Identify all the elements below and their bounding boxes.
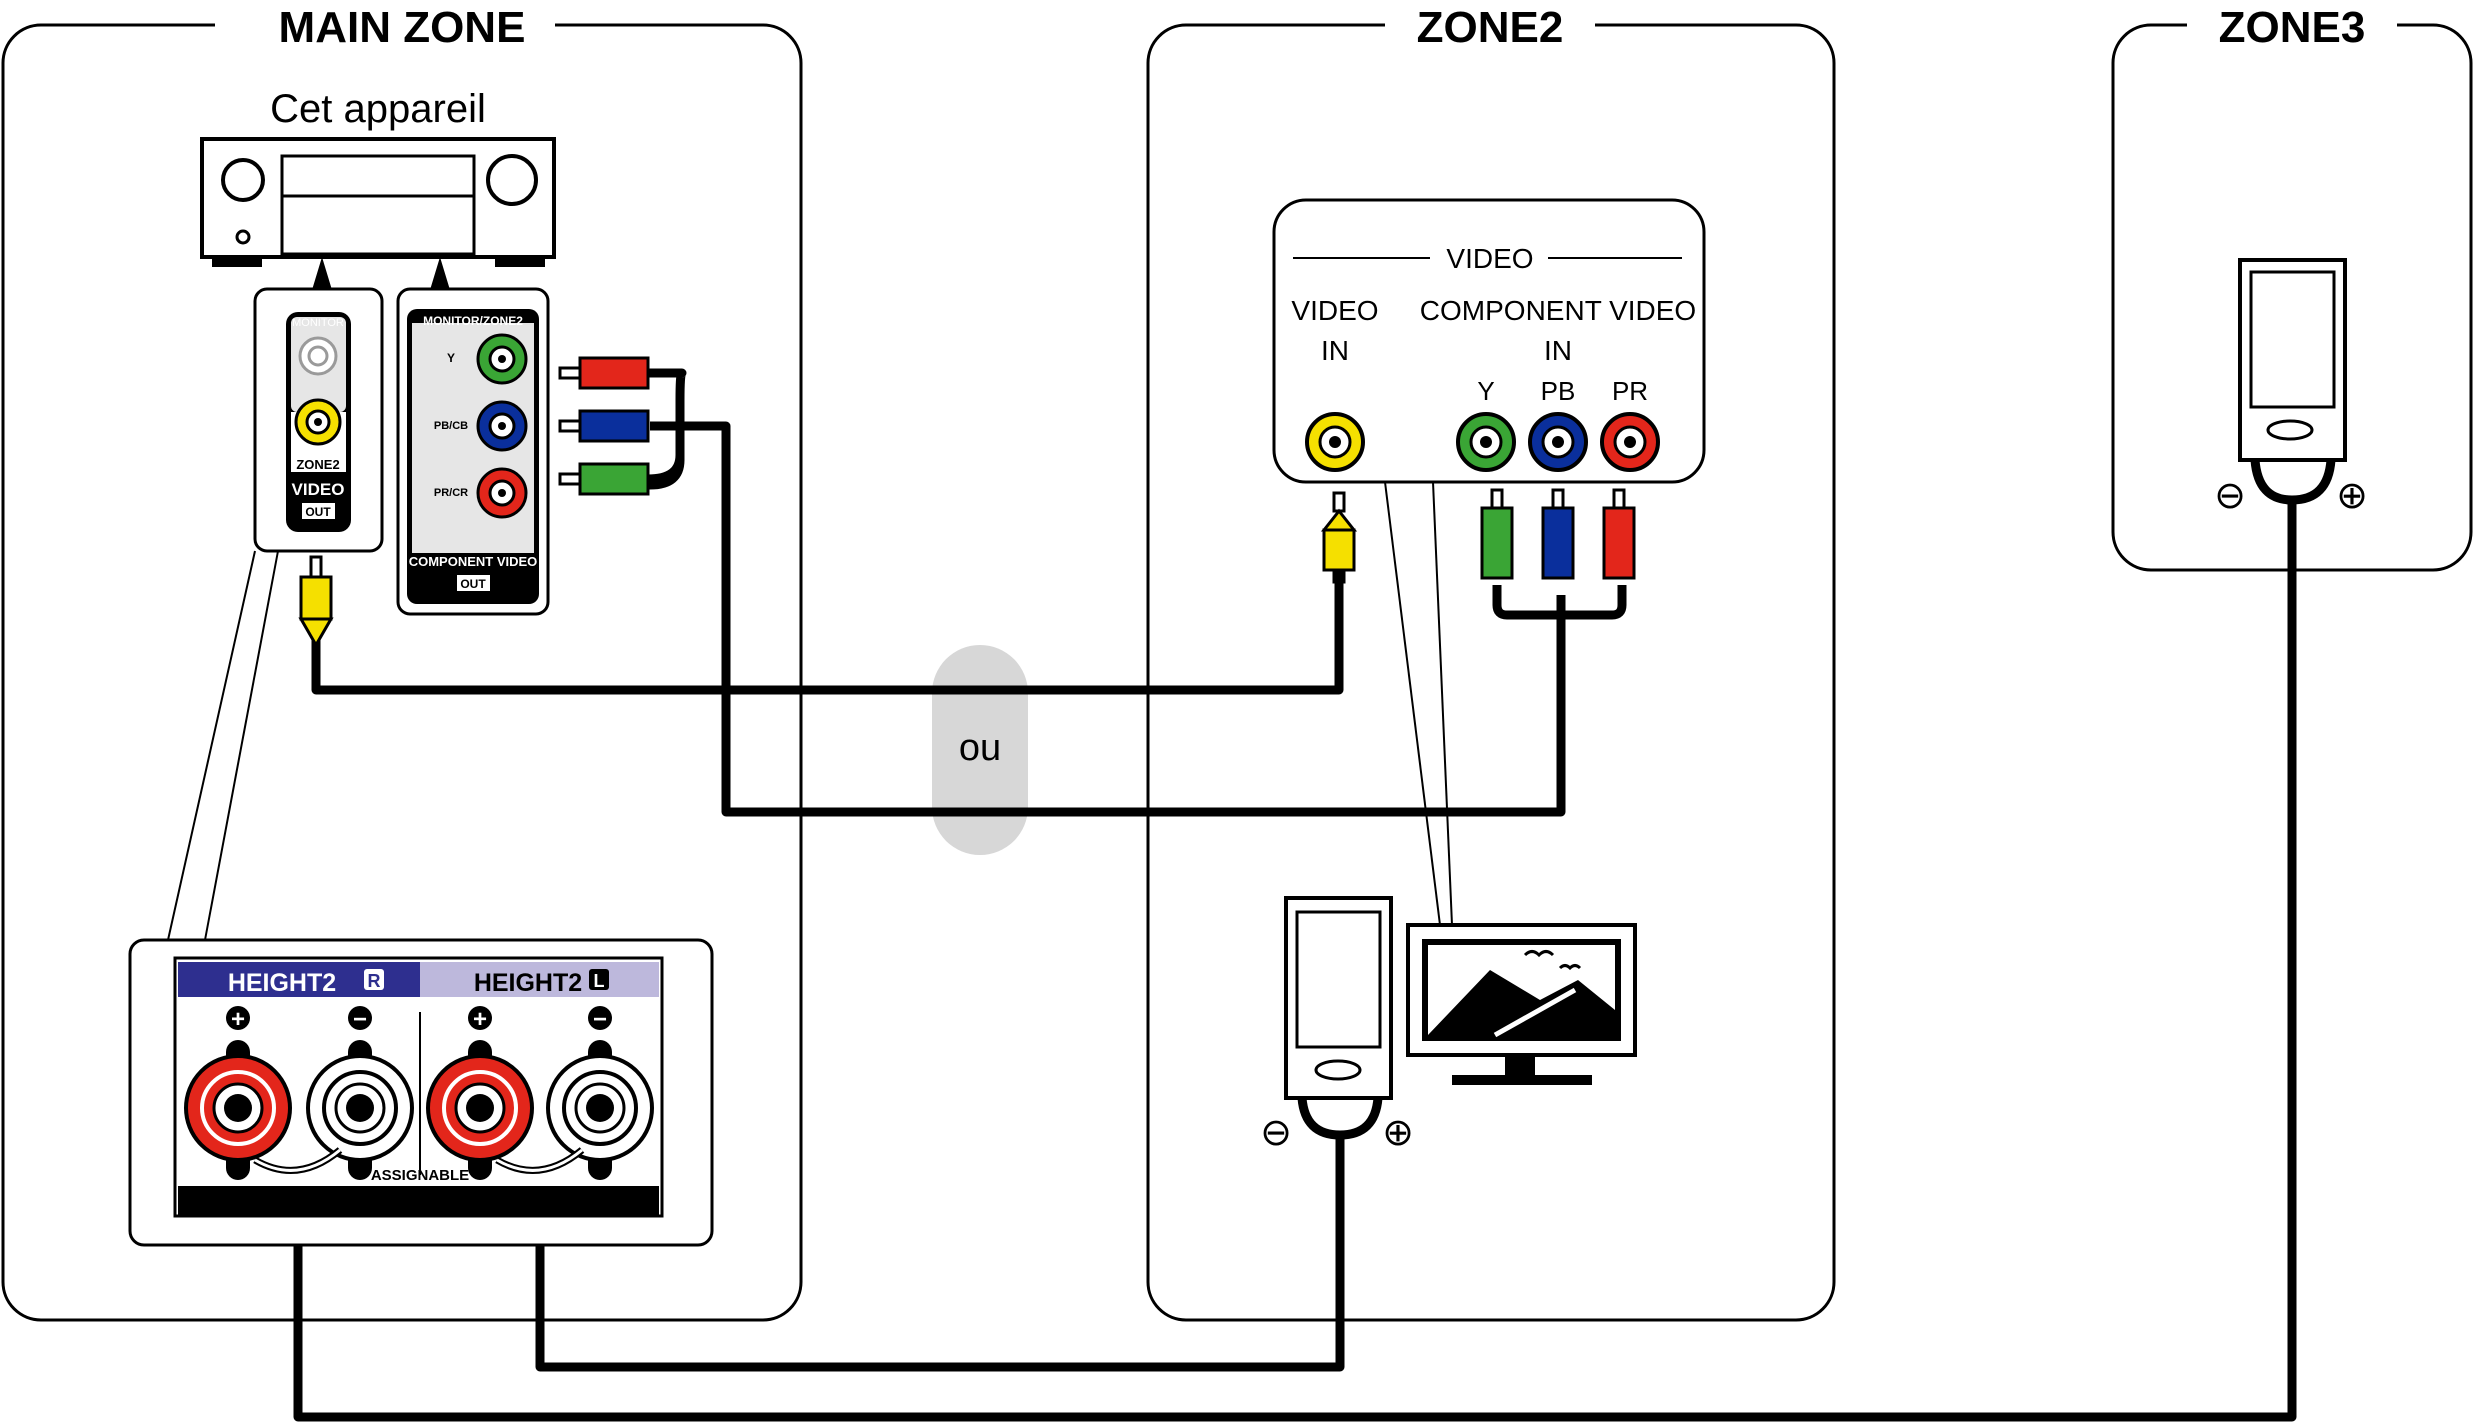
- polarity-markers: + − + −: [226, 1006, 612, 1033]
- component-plugs-receiver: [558, 356, 685, 496]
- tv-video-in-line2: IN: [1321, 335, 1349, 366]
- component-video-out-panel: MONITOR/ZONE2 Y PB/CB PR/CR COMPONENT VI…: [396, 287, 550, 616]
- cables: [293, 368, 2297, 1422]
- zone2-speaker-minus: ⊖: [1260, 1112, 1292, 1154]
- svg-text:−: −: [353, 1006, 367, 1033]
- or-separator: ou: [932, 645, 1028, 855]
- composite-plug-receiver: [298, 555, 334, 649]
- zone2-video-out-panel: MONITOR ZONE2 VIDEO OUT: [253, 287, 384, 553]
- comp-pb-label: PB/CB: [434, 420, 468, 432]
- zone2-speaker-cable: [535, 1135, 1345, 1372]
- svg-text:+: +: [473, 1006, 487, 1033]
- tv-video-section: VIDEO: [1446, 243, 1533, 274]
- l-badge: L: [594, 971, 605, 991]
- comp-pr-label: PR/CR: [434, 487, 468, 499]
- zone2-speaker-plus: ⊕: [1382, 1112, 1414, 1154]
- zone3-speaker: ⊖ ⊕: [2214, 258, 2368, 517]
- tv-input-panel: VIDEO VIDEO IN COMPONENT VIDEO IN Y PB P…: [1272, 198, 1706, 926]
- zone2-speaker: ⊖ ⊕: [1260, 896, 1414, 1154]
- height2-r-label: HEIGHT2: [228, 969, 336, 997]
- height2-l-label: HEIGHT2: [474, 969, 582, 997]
- monitor-text: MONITOR: [292, 317, 344, 329]
- composite-video-cable: [311, 580, 1344, 695]
- callout-lines: [167, 550, 279, 941]
- zone3-speaker-minus: ⊖: [2214, 475, 2246, 517]
- component-footer: COMPONENT VIDEO: [409, 554, 538, 569]
- tv-video-in-line1: VIDEO: [1291, 295, 1378, 326]
- tv-component-line1: COMPONENT VIDEO: [1420, 295, 1696, 326]
- volume-knob-left: [221, 158, 265, 202]
- comp-y-label: Y: [447, 351, 455, 365]
- svg-text:−: −: [593, 1006, 607, 1033]
- component-out-badge: OUT: [460, 577, 486, 591]
- r-badge: R: [368, 971, 381, 991]
- or-label: ou: [959, 727, 1001, 769]
- svg-text:+: +: [231, 1006, 245, 1033]
- zone3-speaker-plus: ⊕: [2336, 475, 2368, 517]
- tv-pb-label: PB: [1541, 376, 1576, 406]
- video-out-label: VIDEO: [292, 480, 345, 499]
- receiver-label: Cet appareil: [270, 87, 486, 131]
- volume-knob-right: [486, 154, 538, 206]
- zone2-box: ZONE2: [1146, 0, 1836, 1322]
- binding-posts: [184, 1040, 654, 1180]
- tv-y-label: Y: [1477, 376, 1494, 406]
- tv-component-line2: IN: [1544, 335, 1572, 366]
- tv-plugs: [1320, 488, 1636, 584]
- main-zone-title: MAIN ZONE: [279, 3, 526, 52]
- out-badge: OUT: [305, 505, 331, 519]
- zone3-title: ZONE3: [2219, 3, 2366, 52]
- tv-pr-label: PR: [1612, 376, 1648, 406]
- av-receiver: Cet appareil: [200, 87, 556, 290]
- zone2-out-label: ZONE2: [296, 457, 339, 472]
- television: [1406, 923, 1637, 1085]
- zone2-title: ZONE2: [1417, 3, 1564, 52]
- tv-picture-mountains: [1428, 970, 1615, 1035]
- assignable-label: ASSIGNABLE: [371, 1167, 469, 1184]
- zone3-speaker-cable: [293, 500, 2297, 1422]
- component-header: MONITOR/ZONE2: [423, 314, 523, 328]
- speaker-terminal-panel: HEIGHT2 R HEIGHT2 L + − + −: [128, 938, 714, 1247]
